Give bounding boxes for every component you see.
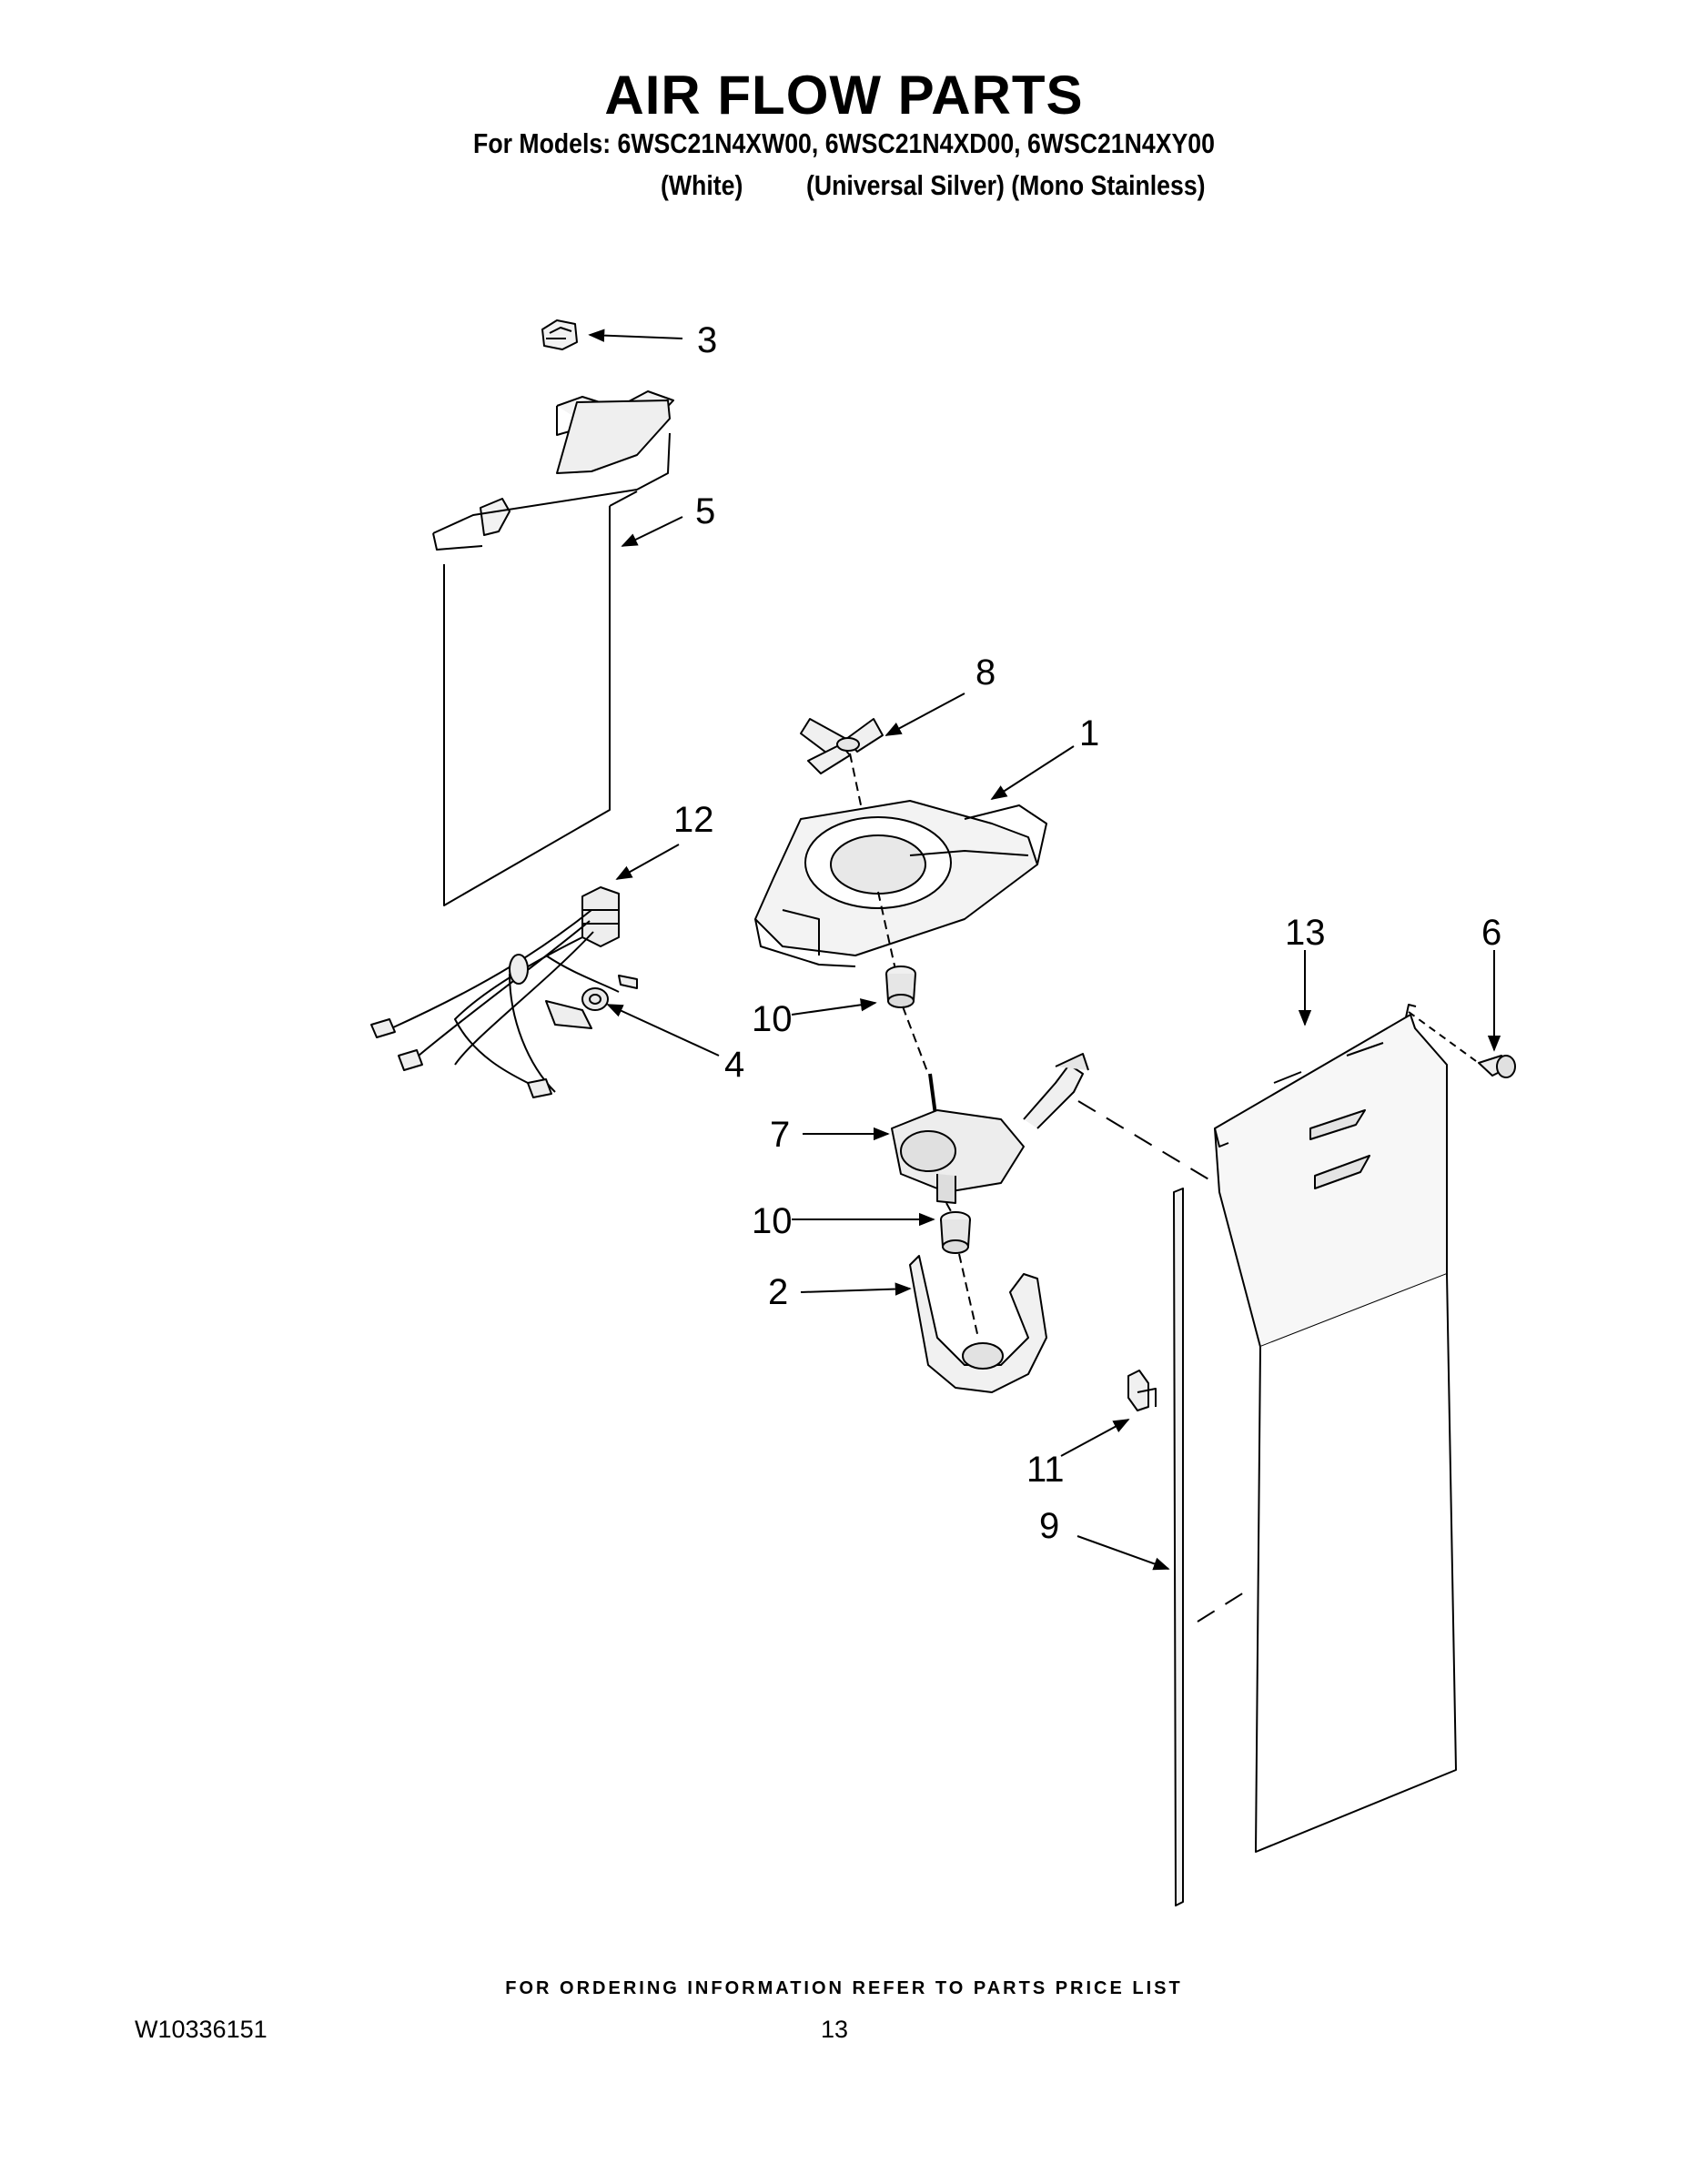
leader-arrow-12 xyxy=(615,844,680,880)
clip-part-3 xyxy=(541,319,578,350)
leader-arrow-3 xyxy=(588,329,683,342)
ordering-info-note: FOR ORDERING INFORMATION REFER TO PARTS … xyxy=(505,1978,1183,1998)
callout-13: 13 xyxy=(1285,913,1326,953)
color-white-label: (White) xyxy=(661,169,743,201)
callout-9: 9 xyxy=(1039,1506,1059,1546)
callout-8: 8 xyxy=(975,652,996,693)
callout-7: 7 xyxy=(770,1115,790,1155)
callout-10-lower: 10 xyxy=(752,1201,793,1241)
duct-cover-part-5 xyxy=(432,390,674,906)
callout-2: 2 xyxy=(768,1272,788,1312)
leader-arrow-9 xyxy=(1076,1535,1170,1571)
leader-arrow-11 xyxy=(1060,1419,1130,1457)
callout-4: 4 xyxy=(724,1045,744,1085)
rear-panel-part-13 xyxy=(1214,1004,1457,1853)
fan-housing-part-1 xyxy=(754,800,1047,975)
bushing-part-10-upper xyxy=(885,966,929,1075)
callout-3: 3 xyxy=(697,320,717,360)
callout-5: 5 xyxy=(695,491,715,531)
bushing-part-10-lower xyxy=(940,1211,979,1339)
callout-12: 12 xyxy=(673,800,714,840)
leader-arrow-4 xyxy=(606,1004,720,1057)
callout-10-upper: 10 xyxy=(752,999,793,1039)
page-number: 13 xyxy=(821,2016,849,2043)
seal-strip-part-9 xyxy=(1173,1188,1184,1906)
callout-11: 11 xyxy=(1026,1450,1065,1490)
screw-part-6 xyxy=(1408,1011,1516,1078)
callout-1: 1 xyxy=(1079,713,1099,753)
wiring-harness-part-12 xyxy=(370,886,638,1098)
fan-motor-part-7 xyxy=(891,1053,1089,1220)
leader-arrow-1 xyxy=(990,745,1075,800)
clip-part-11 xyxy=(1127,1370,1157,1411)
color-silver-stainless-label: (Universal Silver) (Mono Stainless) xyxy=(806,169,1206,201)
leader-arrow-10-upper xyxy=(791,998,877,1016)
document-number: W10336151 xyxy=(135,2016,268,2043)
grommet-part-4 xyxy=(581,987,609,1011)
callout-6: 6 xyxy=(1481,913,1501,953)
models-line: For Models: 6WSC21N4XW00, 6WSC21N4XD00, … xyxy=(473,127,1215,159)
page-title: AIR FLOW PARTS xyxy=(604,65,1084,126)
leader-arrow-2 xyxy=(800,1282,912,1296)
leader-arrow-8 xyxy=(884,693,965,736)
leader-arrow-5 xyxy=(621,516,683,547)
motor-bracket-part-2 xyxy=(909,1255,1047,1393)
